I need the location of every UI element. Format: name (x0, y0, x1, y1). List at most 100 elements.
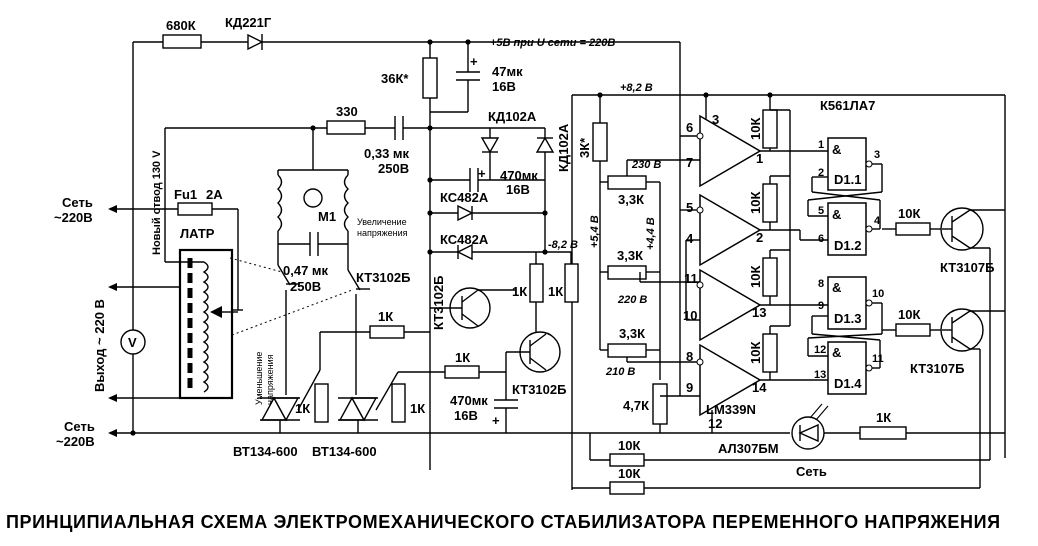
svg-text:3: 3 (874, 149, 880, 161)
svg-text:+: + (492, 413, 500, 428)
label-k561la7: К561ЛА7 (820, 98, 875, 113)
svg-text:10: 10 (872, 288, 884, 300)
label-44v: +4,4 В (645, 217, 657, 250)
svg-text:7: 7 (686, 155, 693, 170)
label-c470b-v: 16В (454, 408, 478, 423)
label-d11: D1.1 (834, 172, 861, 187)
diode-kd221-icon (247, 33, 264, 51)
resistor-10k-pu3 (762, 257, 778, 297)
label-220v: 220 В (617, 294, 647, 306)
label-c470b: 470мк (450, 393, 488, 408)
label-36k: 36К* (381, 71, 409, 86)
label-neg-82v: -8,2 В (548, 239, 578, 251)
svg-text:+: + (478, 166, 486, 181)
label-c470a-v: 16В (506, 182, 530, 197)
resistor-36k (422, 57, 438, 99)
resistor-1k-v1 (529, 263, 544, 303)
label-kt3107-1: КТ3107Б (940, 260, 994, 275)
label-680k: 680К (166, 18, 196, 33)
label-210v: 210 В (605, 366, 635, 378)
label-increase-1: Увеличение (357, 217, 407, 227)
motor-m1-icon (303, 188, 323, 208)
svg-text:1: 1 (818, 139, 824, 151)
label-10k-pu3: 10К (748, 266, 763, 288)
svg-text:4: 4 (874, 215, 881, 227)
label-d12: D1.2 (834, 238, 861, 253)
comparator-1-icon (699, 114, 762, 188)
label-1k-v2: 1К (548, 284, 563, 299)
label-1k-v1: 1К (512, 284, 527, 299)
svg-text:13: 13 (814, 369, 826, 381)
svg-text:9: 9 (686, 380, 693, 395)
label-54v: +5,4 В (589, 215, 601, 248)
svg-text:14: 14 (752, 380, 767, 395)
resistor-3k-star (592, 122, 608, 162)
label-c470a: 470мк (500, 168, 538, 183)
resistor-1k-v2 (564, 263, 579, 303)
svg-text:5: 5 (818, 205, 824, 217)
svg-text:5: 5 (686, 200, 693, 215)
label-latr: ЛАТР (180, 226, 215, 241)
fuse-fu1 (177, 202, 213, 216)
label-triac2: ВТ134-600 (312, 444, 377, 459)
voltmeter-icon (120, 329, 146, 355)
resistor-10k-pu4 (762, 333, 778, 373)
comparator-2-icon (699, 193, 762, 267)
resistor-10k-b2 (609, 481, 645, 495)
svg-text:&: & (832, 280, 841, 295)
resistor-1k-h1 (369, 325, 405, 339)
label-3k-star: 3К* (577, 137, 592, 158)
comparator-3-icon (699, 268, 762, 342)
label-1k-gate-2: 1К (410, 401, 425, 416)
label-1k-led: 1К (876, 410, 891, 425)
svg-text:&: & (832, 207, 841, 222)
zener-ks482a-2-icon (456, 243, 473, 261)
label-10k-b2: 10К (618, 466, 640, 481)
svg-text:+: + (470, 54, 478, 69)
svg-text:1: 1 (756, 151, 763, 166)
label-kt3102-1: КТ3102Б (356, 270, 410, 285)
resistor-1k-h2 (444, 365, 480, 379)
label-lm339n: LM339N (706, 402, 756, 417)
resistor-33k-c (607, 343, 647, 358)
svg-text:8: 8 (686, 349, 693, 364)
label-10k-pu4: 10К (748, 342, 763, 364)
svg-text:8: 8 (818, 278, 824, 290)
gate-d12 (827, 202, 867, 256)
label-10k-out1: 10К (898, 206, 920, 221)
label-triac1: ВТ134-600 (233, 444, 298, 459)
resistor-10k-pu1 (762, 109, 778, 149)
label-output: Выход ~ 220 В (92, 299, 107, 392)
label-ks482a-1: КС482А (440, 190, 489, 205)
label-1k-h2: 1К (455, 350, 470, 365)
svg-text:2: 2 (818, 167, 824, 179)
label-10k-pu2: 10К (748, 192, 763, 214)
label-fu1-val: 2А (206, 187, 223, 202)
label-33k-a: 3,3К (618, 192, 644, 207)
svg-text:&: & (832, 142, 841, 157)
svg-text:&: & (832, 345, 841, 360)
label-330: 330 (336, 104, 358, 119)
label-kd102a-1: КД102А (488, 109, 537, 124)
resistor-10k-out2 (895, 323, 931, 337)
resistor-33k-a (607, 175, 647, 190)
latr-box (178, 248, 234, 400)
svg-text:6: 6 (686, 120, 693, 135)
label-33k-c: 3,3К (619, 326, 645, 341)
label-10k-pu1: 10К (748, 118, 763, 140)
label-set-in-1: Сеть (62, 195, 93, 210)
label-c47: 47мк (492, 64, 523, 79)
label-al307bm: АЛ307БМ (718, 441, 779, 456)
label-kt3102-2: КТ3102Б (431, 276, 446, 330)
label-ks482a-2: КС482А (440, 232, 489, 247)
resistor-1k-gate-2 (391, 383, 406, 423)
svg-text:12: 12 (708, 416, 722, 431)
label-new-tap: Новый отвод 130 V (151, 150, 163, 255)
svg-text:2: 2 (756, 230, 763, 245)
resistor-680k (162, 34, 202, 49)
gate-d11 (827, 137, 867, 191)
svg-text:6: 6 (818, 233, 824, 245)
resistor-1k-gate-1 (314, 383, 329, 423)
label-set-out-1: Сеть (64, 419, 95, 434)
